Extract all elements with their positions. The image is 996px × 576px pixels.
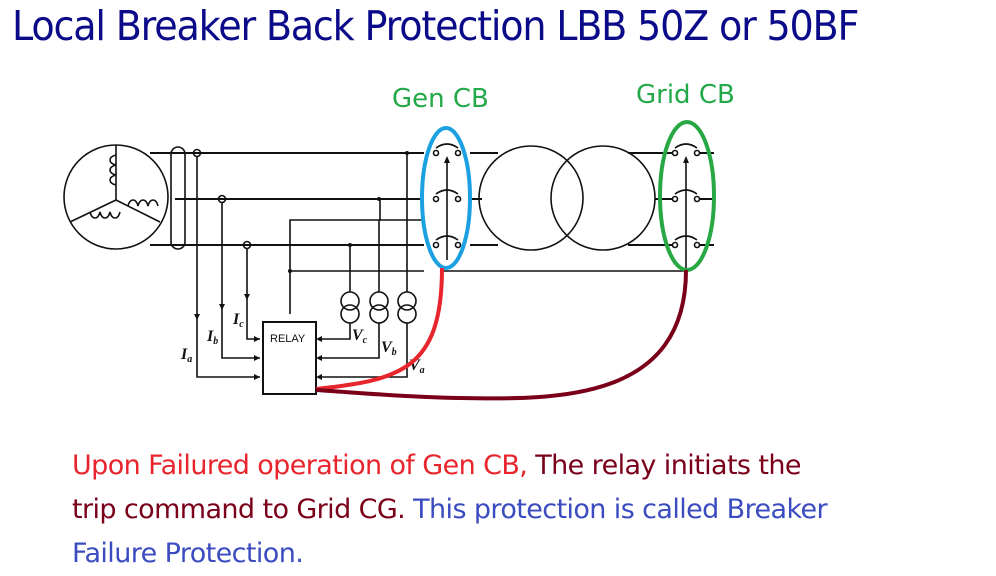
current-label-ib: Ib xyxy=(206,328,218,347)
page-title: Local Breaker Back Protection LBB 50Z or… xyxy=(12,2,859,50)
gen-cb-highlight xyxy=(420,126,472,270)
voltage-label-vc: Vc xyxy=(352,327,368,346)
voltage-taps xyxy=(288,151,417,380)
caption-part-trip: The relay initiats the trip command to G… xyxy=(72,450,801,525)
current-label-ia: Ia xyxy=(180,346,192,365)
grid-cb-label: Grid CB xyxy=(636,80,735,110)
caption-part-definition: This protection is called Breaker Failur… xyxy=(72,494,828,569)
relay-label: RELAY xyxy=(270,333,306,345)
generator-symbol xyxy=(63,144,169,250)
explanation-caption: Upon Failured operation of Gen CB, The r… xyxy=(72,444,832,576)
relay-box xyxy=(262,321,317,395)
voltage-label-vb: Vb xyxy=(381,339,397,358)
grid-cb-symbol xyxy=(671,143,701,268)
caption-part-failure: Upon Failured operation of Gen CB, xyxy=(72,450,528,481)
grid-cb-trip-wire xyxy=(315,269,688,401)
transformer-symbol xyxy=(478,145,656,251)
current-taps xyxy=(192,148,260,380)
gen-cb-trip-wire xyxy=(315,267,444,391)
gen-cb-label: Gen CB xyxy=(392,84,489,114)
gen-cb-symbol xyxy=(432,143,462,260)
current-label-ic: Ic xyxy=(232,311,244,330)
